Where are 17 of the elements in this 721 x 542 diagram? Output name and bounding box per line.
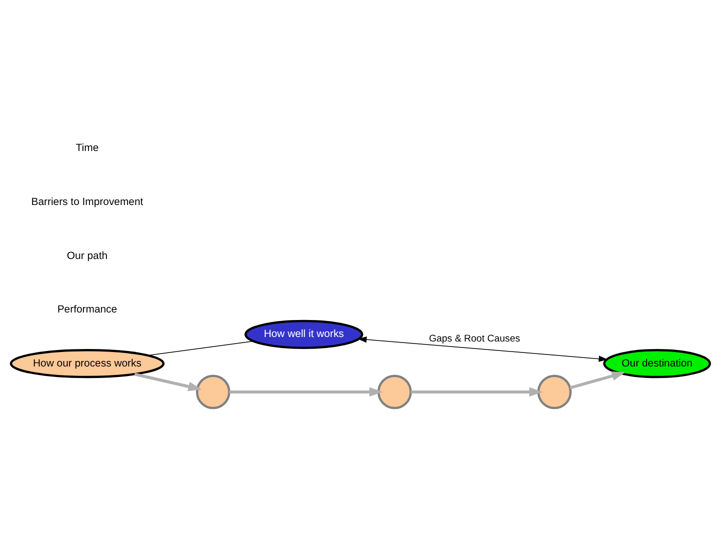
arrow bbox=[410, 386, 543, 396]
node-circle bbox=[196, 374, 230, 409]
arrow bbox=[570, 370, 626, 389]
arrow bbox=[134, 372, 202, 391]
node-ellipse: How well it works bbox=[244, 319, 364, 348]
label: Barriers to Improvement bbox=[31, 196, 144, 208]
node-ellipse: Our destination bbox=[603, 348, 711, 378]
edge-label: Gaps & Root Causes bbox=[428, 332, 520, 344]
arrow bbox=[358, 336, 608, 362]
node-circle bbox=[537, 374, 572, 409]
label: Our path bbox=[66, 250, 108, 262]
node-circle bbox=[377, 374, 412, 409]
connector bbox=[148, 340, 254, 356]
label: Performance bbox=[57, 304, 118, 316]
node-ellipse: How our process works bbox=[10, 348, 165, 378]
arrow bbox=[229, 386, 383, 396]
label: Time bbox=[76, 142, 99, 154]
